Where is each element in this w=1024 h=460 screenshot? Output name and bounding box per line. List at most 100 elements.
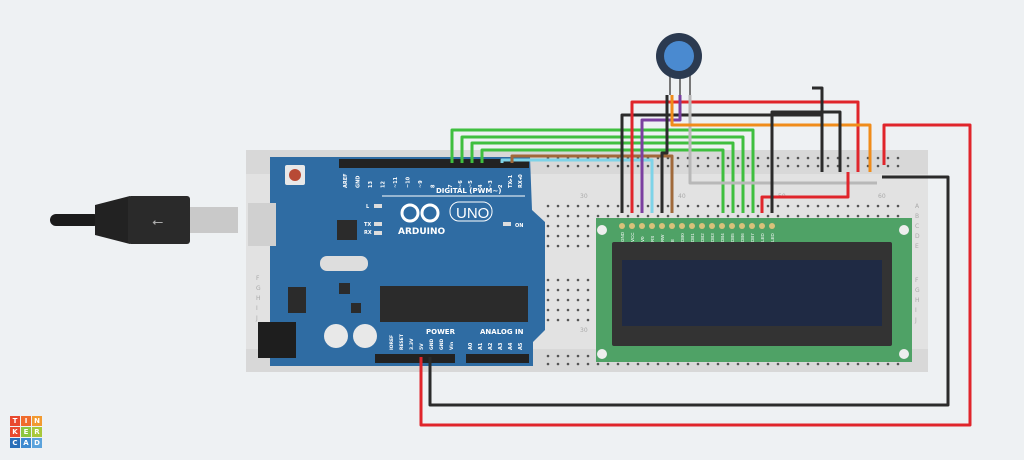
digital-pin-label: ~9	[418, 180, 424, 188]
digital-pin-label: ~10	[406, 176, 412, 188]
wire-d6	[460, 135, 745, 213]
potentiometer[interactable]	[656, 33, 702, 95]
power-pin-label: 3.3V	[409, 338, 415, 350]
on-led	[503, 222, 511, 226]
analog-pin-label: A2	[488, 342, 494, 350]
bb-row-label: J	[914, 317, 917, 324]
analog-pin-label: A3	[498, 342, 504, 350]
lcd-pin[interactable]	[639, 223, 645, 229]
lcd-pin[interactable]	[699, 223, 705, 229]
lcd-pin[interactable]	[649, 223, 655, 229]
bb-row-label: C	[915, 223, 919, 230]
power-pin-label: GND	[439, 339, 445, 350]
lcd-pin-label: V0	[640, 236, 645, 242]
lcd-pin-label: DB0	[680, 233, 685, 242]
lcd-pin[interactable]	[709, 223, 715, 229]
lcd-pin[interactable]	[759, 223, 765, 229]
logo-letter: I	[21, 416, 31, 426]
lcd-pin[interactable]	[669, 223, 675, 229]
lcd-pin[interactable]	[619, 223, 625, 229]
wires[interactable]	[419, 86, 972, 427]
bb-row-label: G	[915, 287, 920, 294]
wire-5v	[419, 123, 972, 427]
digital-pin-label: 12	[381, 181, 387, 188]
lcd-pin-label: RS	[650, 236, 655, 242]
lcd-pin[interactable]	[659, 223, 665, 229]
wire-gnd	[428, 175, 950, 407]
atmega-chip	[380, 286, 528, 322]
power-header-label: POWER	[426, 328, 456, 336]
lcd-pin-label: DB3	[710, 233, 715, 242]
power-pin-label: GND	[429, 339, 435, 350]
power-header[interactable]	[375, 354, 455, 363]
lcd-pin-label: GND	[620, 231, 625, 242]
bb-row-label: B	[915, 213, 919, 220]
lcd-pin-label: VCC	[630, 232, 635, 242]
arduino-model: UNO	[456, 205, 489, 222]
digital-pin-label: 2	[498, 184, 504, 188]
lcd-pin[interactable]	[739, 223, 745, 229]
wire-led-minus	[770, 110, 842, 213]
bb-row-label: F	[915, 277, 919, 284]
bb-col-label: 40	[678, 193, 686, 200]
logo-letter: E	[21, 427, 31, 437]
lcd-pin[interactable]	[629, 223, 635, 229]
lcd-pin-label: DB2	[700, 233, 705, 242]
led-tx-label: TX	[364, 222, 371, 228]
digital-pin-label: 8	[431, 184, 437, 188]
wire-rw	[660, 95, 669, 213]
lcd-pin[interactable]	[749, 223, 755, 229]
lcd-pin[interactable]	[719, 223, 725, 229]
analog-header[interactable]	[466, 354, 529, 363]
usb-cable[interactable]: ⭠	[50, 196, 238, 244]
digital-pin-label: 7	[448, 184, 454, 188]
logo-letter: T	[10, 416, 20, 426]
lcd-pin[interactable]	[729, 223, 735, 229]
logo-letter: D	[32, 438, 42, 448]
lcd-pin[interactable]	[689, 223, 695, 229]
digital-pin-label: ~11	[393, 176, 399, 188]
led-rx-label: RX	[364, 230, 372, 236]
wire-d2	[500, 158, 654, 213]
lcd-pin-label: LED	[760, 232, 765, 242]
bb-row-label: F	[256, 275, 260, 282]
power-pin-label: Vin	[449, 342, 455, 350]
digital-pin-label: ~5	[468, 180, 474, 188]
digital-header-left[interactable]	[339, 159, 449, 168]
logo-letter: R	[32, 427, 42, 437]
bb-row-label: I	[256, 305, 258, 312]
lcd-pin-label: E	[670, 239, 675, 242]
bb-row-label: A	[915, 203, 920, 210]
reset-button-knob[interactable]	[289, 169, 301, 181]
lcd-pin[interactable]	[679, 223, 685, 229]
lcd-screen	[622, 260, 882, 326]
bb-row-label: E	[915, 243, 919, 250]
logo-letter: K	[10, 427, 20, 437]
bb-row-label: H	[256, 295, 261, 302]
lcd-pin-label: DB7	[750, 233, 755, 242]
bb-col-label: 60	[878, 193, 886, 200]
lcd-pin[interactable]	[769, 223, 775, 229]
wire-d5	[470, 141, 735, 213]
bb-row-label: D	[915, 233, 920, 240]
digital-pin-label: GND	[356, 176, 362, 188]
analog-pin-label: A5	[518, 342, 524, 350]
digital-header-label: DIGITAL (PWM~)	[436, 187, 501, 195]
digital-pin-label: 13	[368, 181, 374, 188]
analog-pin-label: A1	[478, 342, 484, 350]
analog-pin-label: A4	[508, 342, 514, 350]
digital-header-right[interactable]	[447, 159, 529, 168]
lcd-pin-label: LED	[770, 232, 775, 242]
potentiometer-knob[interactable]	[664, 41, 694, 71]
on-label: ON	[515, 223, 523, 229]
power-pin-label: RESET	[399, 333, 405, 350]
power-jack[interactable]	[258, 322, 296, 358]
lcd-pin-label: DB5	[730, 233, 735, 242]
digital-pin-label: ~3	[488, 180, 494, 188]
power-pin-label: IOREF	[389, 335, 395, 350]
